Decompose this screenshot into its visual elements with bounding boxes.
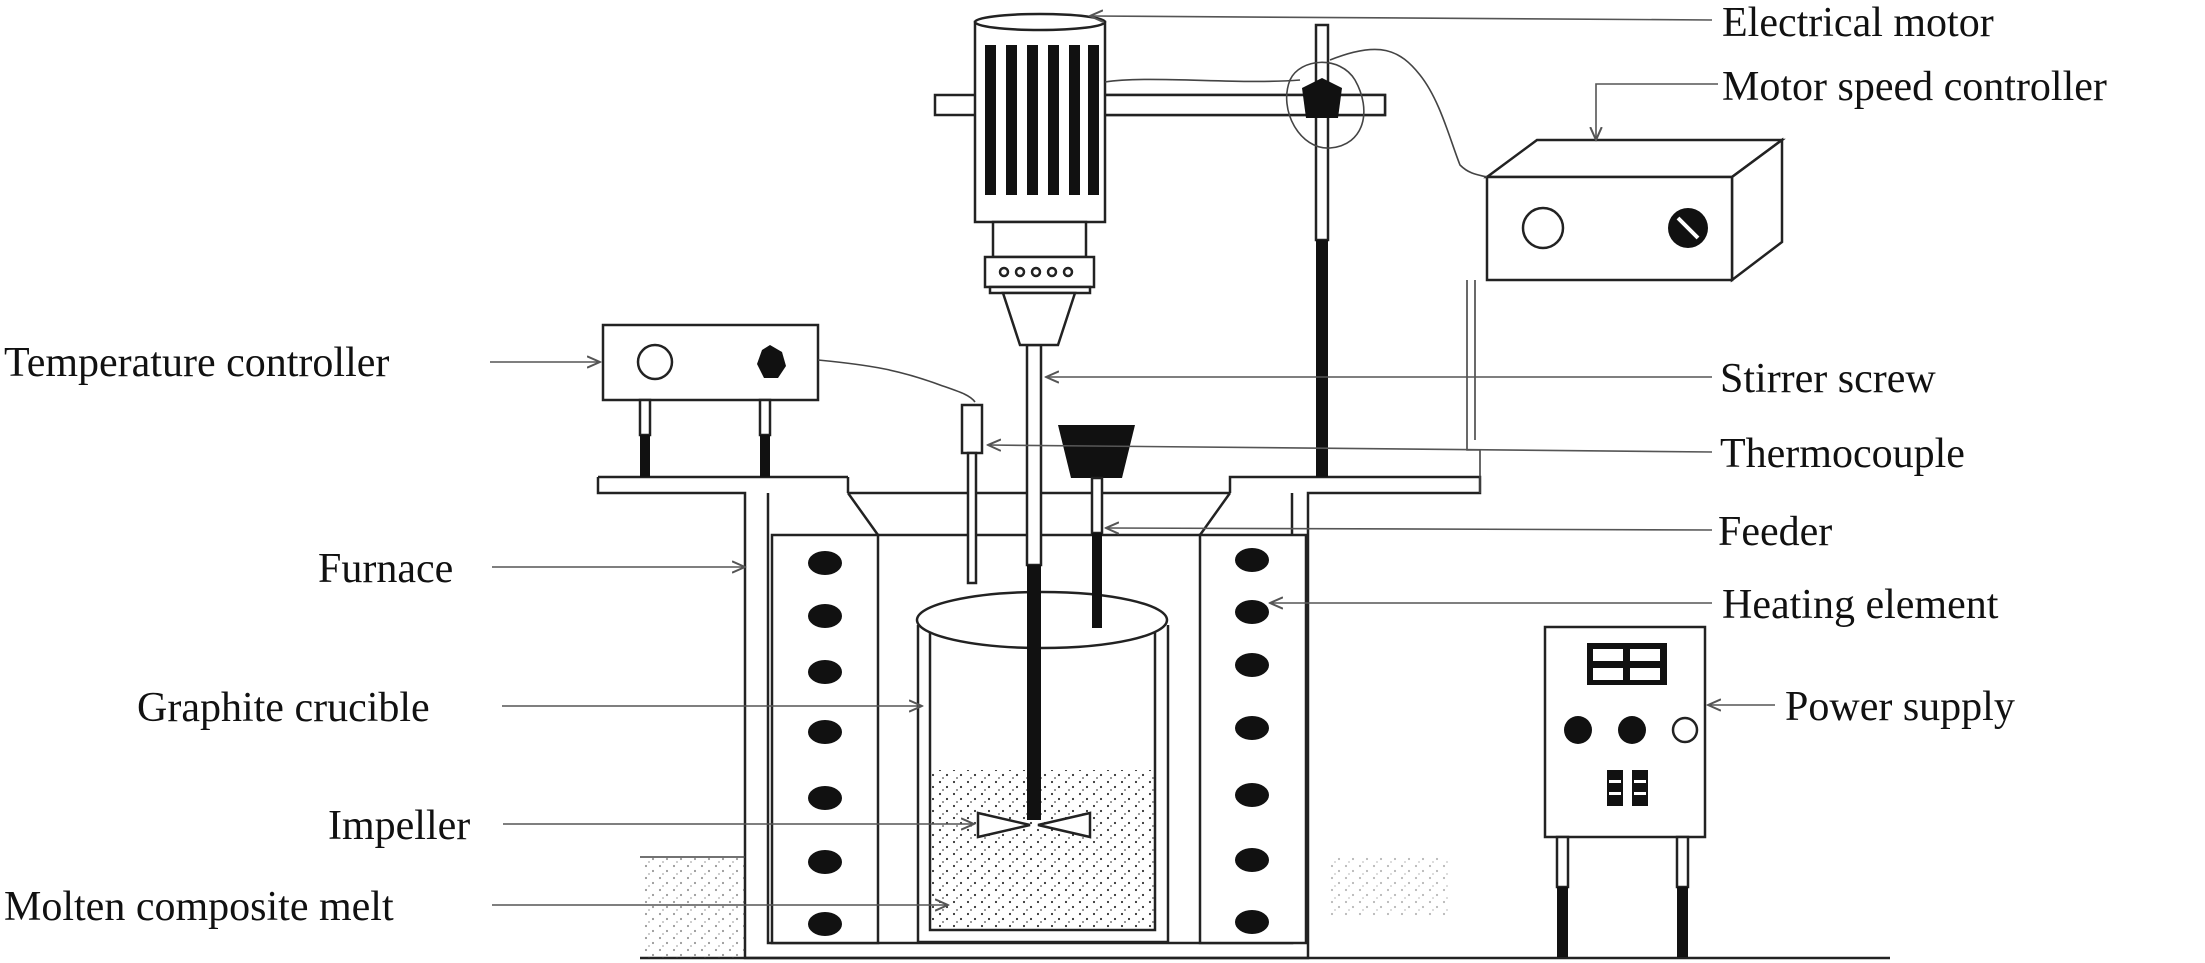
label-temperature-controller: Temperature controller <box>4 340 389 386</box>
speed-controller-dial <box>1521 206 1565 250</box>
graphite-crucible <box>915 590 1170 944</box>
stand <box>1104 23 1365 477</box>
impeller-blade-right <box>1037 811 1092 839</box>
leader-lines <box>490 16 1775 905</box>
temperature-controller <box>601 323 976 477</box>
label-furnace: Furnace <box>318 546 453 592</box>
labels: Electrical motor Motor speed controller … <box>4 0 2107 930</box>
label-heating-element: Heating element <box>1722 582 1999 628</box>
label-impeller: Impeller <box>328 803 470 849</box>
power-supply <box>1543 625 1707 957</box>
molten-melt <box>932 770 1154 930</box>
feeder <box>1058 425 1135 628</box>
label-stirrer-screw: Stirrer screw <box>1720 356 1936 402</box>
heating-elements <box>808 548 1269 936</box>
power-switch <box>1671 716 1699 744</box>
label-motor-speed-controller: Motor speed controller <box>1722 64 2107 110</box>
label-graphite-crucible: Graphite crucible <box>137 685 430 731</box>
thermocouple <box>960 403 984 585</box>
stirrer <box>976 343 1092 839</box>
label-electrical-motor: Electrical motor <box>1722 0 1994 46</box>
label-molten-composite-melt: Molten composite melt <box>4 884 394 930</box>
motor-speed-controller <box>1329 48 1786 493</box>
label-feeder: Feeder <box>1718 509 1832 555</box>
impeller-blade-left <box>976 811 1031 839</box>
label-thermocouple: Thermocouple <box>1720 431 1965 477</box>
temp-controller-dial <box>636 343 674 381</box>
label-power-supply: Power supply <box>1785 684 2015 730</box>
electrical-motor <box>933 12 1387 347</box>
